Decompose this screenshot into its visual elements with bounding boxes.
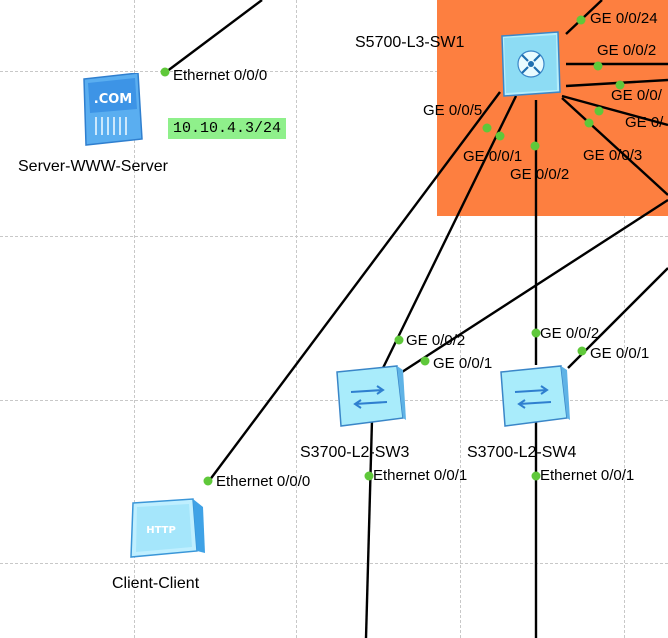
- client-icon-text: HTTP: [146, 525, 176, 536]
- client-name: Client-Client: [112, 575, 200, 592]
- link-core-ge3[interactable]: [561, 97, 668, 196]
- port-dot[interactable]: [394, 335, 404, 345]
- port-dot[interactable]: [495, 131, 505, 141]
- port-label-sw4-ge2: GE 0/0/2: [540, 325, 600, 342]
- port-label-sw4-eth: Ethernet 0/0/1: [540, 467, 635, 484]
- port-label-sw3-eth: Ethernet 0/0/1: [373, 467, 468, 484]
- server-icon-text: .COM: [94, 92, 132, 107]
- port-dot[interactable]: [531, 471, 541, 481]
- link-core-client[interactable]: [208, 91, 501, 482]
- port-dot[interactable]: [530, 141, 540, 151]
- port-dot[interactable]: [615, 80, 625, 90]
- port-label-core-ge2: GE 0/0/2: [510, 166, 570, 183]
- client-icon[interactable]: HTTP: [127, 497, 207, 566]
- link-sw3-down[interactable]: [364, 419, 374, 638]
- server-ip-label: 10.10.4.3/24: [168, 118, 287, 139]
- port-dot[interactable]: [203, 476, 213, 486]
- core-switch-name: S5700-L3-SW1: [355, 34, 465, 51]
- port-label-core-ge24: GE 0/0/24: [590, 10, 658, 27]
- port-dot[interactable]: [593, 61, 603, 71]
- grid-line: [0, 71, 668, 72]
- link-core-sw3-a[interactable]: [380, 95, 518, 371]
- port-label-core-ge1: GE 0/0/1: [463, 148, 523, 165]
- link-server-up[interactable]: [165, 0, 263, 73]
- port-label-core-ge0x: GE 0/0/: [611, 87, 662, 104]
- port-dot[interactable]: [584, 118, 594, 128]
- port-dot[interactable]: [364, 471, 374, 481]
- port-label-core-ge5: GE 0/0/5: [423, 102, 483, 119]
- port-dot[interactable]: [482, 123, 492, 133]
- port-label-core-partial: GE 0/: [625, 114, 664, 131]
- port-label-server-eth: Ethernet 0/0/0: [173, 67, 268, 84]
- port-label-sw4-ge1: GE 0/0/1: [590, 345, 650, 362]
- access-switch-sw3-icon[interactable]: [333, 362, 407, 435]
- server-name: Server-WWW-Server: [18, 158, 168, 175]
- grid-line: [134, 0, 135, 638]
- server-icon[interactable]: .COM: [80, 72, 146, 152]
- grid-line: [0, 563, 668, 564]
- port-dot[interactable]: [576, 15, 586, 25]
- port-label-sw3-ge1: GE 0/0/1: [433, 355, 493, 372]
- grid-line: [624, 0, 625, 638]
- port-dot[interactable]: [420, 356, 430, 366]
- port-dot[interactable]: [594, 106, 604, 116]
- port-dot[interactable]: [160, 67, 170, 77]
- grid-line: [0, 400, 668, 401]
- sw3-name: S3700-L2-SW3: [300, 444, 410, 461]
- grid-line: [460, 0, 461, 638]
- access-switch-sw4-icon[interactable]: [497, 362, 571, 435]
- sw4-name: S3700-L2-SW4: [467, 444, 577, 461]
- port-label-client-eth: Ethernet 0/0/0: [216, 473, 311, 490]
- grid-line: [0, 236, 668, 237]
- core-switch-icon[interactable]: [494, 28, 566, 105]
- link-core-partial[interactable]: [561, 94, 668, 127]
- port-label-core-ge2x: GE 0/0/2: [597, 42, 657, 59]
- port-dot[interactable]: [531, 328, 541, 338]
- grid-line: [296, 0, 297, 638]
- port-label-sw3-ge2: GE 0/0/2: [406, 332, 466, 349]
- link-sw3-right[interactable]: [401, 198, 668, 374]
- port-dot[interactable]: [577, 346, 587, 356]
- port-label-core-ge3: GE 0/0/3: [583, 147, 643, 164]
